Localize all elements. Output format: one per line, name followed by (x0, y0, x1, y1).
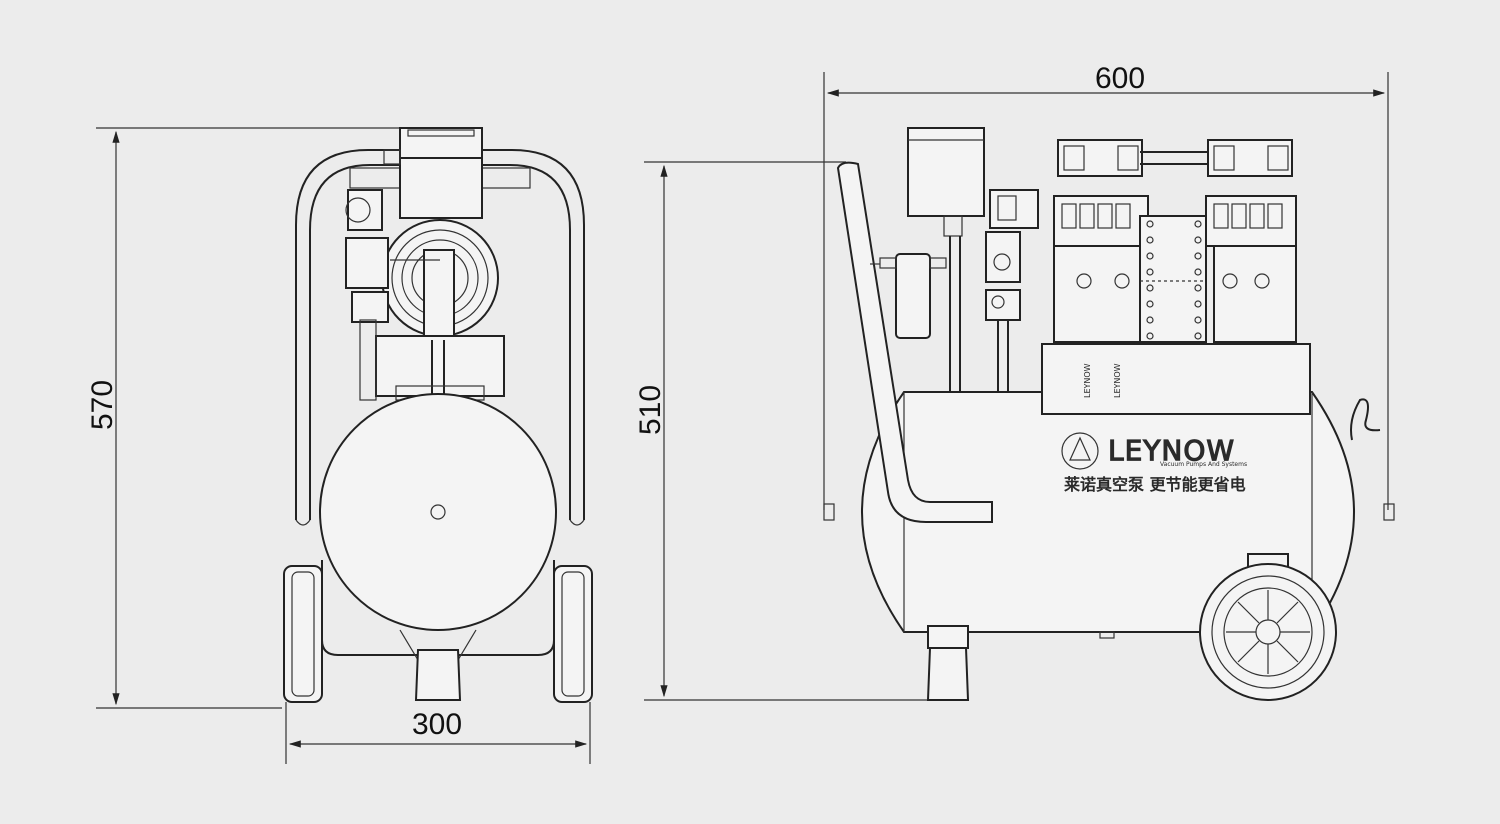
front-height-label: 570 (86, 380, 119, 430)
brand-name: LEYNOW (1108, 434, 1235, 467)
front-height-dimension: 570 (86, 127, 400, 709)
front-width-label: 300 (412, 708, 462, 741)
front-width-dimension: 300 (285, 702, 591, 764)
air-filter (895, 253, 931, 339)
front-view: 570 300 (86, 127, 593, 764)
pump-base (1041, 343, 1311, 415)
front-left-wheel (283, 565, 323, 703)
front-pump-cover (399, 127, 483, 159)
brand-logo-icon (1061, 432, 1099, 470)
brand-logo: LEYNOW Vacuum Pumps And Systems 莱诺真空泵 更节… (1061, 432, 1247, 494)
side-height-dimension: 510 (634, 161, 930, 701)
side-wheel (1199, 553, 1337, 701)
left-pump-head (1053, 139, 1149, 343)
pump-base-label-1: LEYNOW (1083, 363, 1092, 398)
side-width-dimension: 600 (823, 62, 1389, 510)
side-width-label: 600 (1095, 62, 1145, 95)
brand-tagline: Vacuum Pumps And Systems (1160, 461, 1247, 468)
pump-base-label-2: LEYNOW (1113, 363, 1122, 398)
side-height-label: 510 (634, 385, 667, 435)
right-pump-head (1205, 139, 1297, 343)
brand-slogan: 莱诺真空泵 更节能更省电 (1064, 475, 1246, 494)
side-view: 600 510 LEYNOW LEYNOW (634, 62, 1395, 701)
pressure-gauge (907, 127, 985, 217)
front-tank (319, 393, 557, 631)
front-right-wheel (553, 565, 593, 703)
side-handle (836, 161, 993, 523)
